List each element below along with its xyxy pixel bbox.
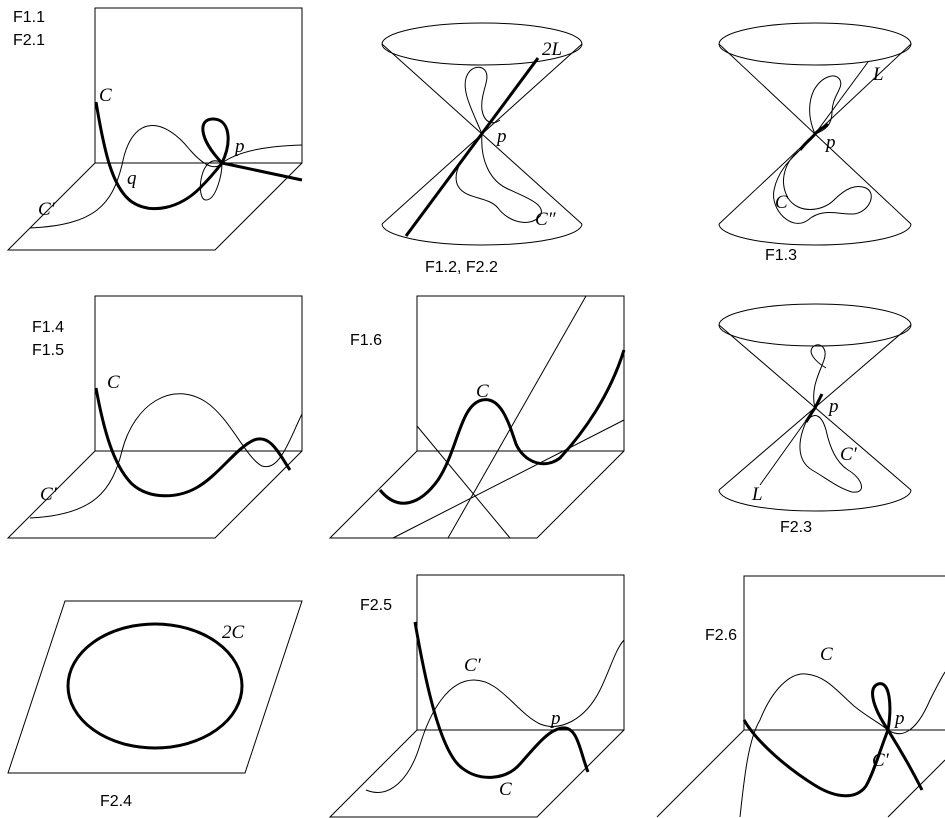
line-label-l: L [872, 64, 884, 85]
panel-caption: F1.1 [13, 9, 45, 26]
line [392, 419, 625, 539]
panel-f2-5: F2.5 C′ C p [328, 574, 625, 818]
curve-upper-branch [810, 344, 827, 409]
curve-c-loop [201, 117, 230, 165]
panel-f2-3: F2.3 p C′ L [718, 303, 912, 536]
line-label-l: L [751, 484, 763, 505]
curve-c-prime-loop [199, 160, 223, 201]
panel-f1-4: F1.4 F1.5 C C′ [6, 295, 303, 539]
panel-caption: F1.3 [765, 247, 797, 264]
curve-label-c: C [820, 644, 833, 665]
panel-caption: F1.6 [350, 332, 382, 349]
conic-2c [66, 622, 244, 750]
curve-c [94, 387, 292, 498]
vertical-plane [416, 574, 625, 731]
point-label-q: q [127, 168, 137, 189]
cone-bottom-arc [718, 489, 912, 512]
plane-edge [656, 729, 745, 818]
panel-caption: F2.4 [100, 793, 132, 810]
curve-label-c: C [775, 192, 788, 213]
vertical-plane [416, 295, 625, 452]
point-label-p: p [233, 136, 245, 157]
plane-edge [887, 759, 945, 818]
curve-c-branch [221, 161, 303, 182]
panel-caption: F1.2, F2.2 [425, 259, 498, 276]
curve-c-prime [799, 415, 862, 493]
panel-f1-3: F1.3 L p C [718, 22, 912, 264]
line-l [814, 61, 869, 135]
horizontal-plane [6, 450, 303, 539]
vertical-plane [94, 295, 303, 452]
panel-caption: F2.3 [780, 519, 812, 536]
line [447, 295, 587, 539]
curve-upper-branch [464, 66, 501, 135]
curve-c-prime-branch [886, 729, 924, 791]
panel-f2-6: F2.6 C p C′ [656, 575, 945, 818]
panel-caption: F2.5 [360, 597, 392, 614]
panel-caption: F1.4 [32, 319, 64, 336]
curve-c-prime [365, 639, 625, 793]
line-label-2l: 2L [542, 39, 562, 60]
horizontal-plane [328, 729, 625, 818]
curve-label-c-prime: C′ [872, 750, 890, 771]
curve-label-c-prime: C′ [40, 484, 58, 505]
curve-label-2c: 2C [222, 622, 245, 643]
panel-f2-4: F2.4 2C [7, 600, 303, 810]
curve-label-c: C [107, 372, 120, 393]
curve-upper-loop [809, 75, 842, 135]
curve-c-prime-loop [871, 682, 892, 731]
curve-c [94, 101, 224, 211]
curve-label-c: C [476, 381, 489, 402]
vertical-plane [94, 7, 303, 164]
curve-label-c-prime: C′ [38, 199, 56, 220]
curve-label-c: C [499, 779, 512, 800]
curve-c [773, 149, 872, 224]
plane [7, 600, 303, 774]
point-label-p: p [827, 396, 839, 417]
curve-label-c-prime: C′ [840, 444, 858, 465]
curve-c [378, 349, 626, 505]
curve-label-c: C [99, 85, 112, 106]
curve-label-c-double-prime: C″ [535, 209, 557, 230]
line [416, 425, 511, 539]
curve-c-prime [29, 393, 303, 519]
cone-top-ellipse [718, 303, 912, 347]
curve-c-double-prime [455, 133, 542, 223]
point-label-p: p [893, 708, 905, 729]
horizontal-plane [6, 162, 303, 251]
panel-caption: F1.5 [32, 342, 64, 359]
curve-c-prime [29, 125, 303, 229]
horizontal-plane [328, 450, 625, 539]
curve-c [739, 671, 945, 818]
point-label-p: p [824, 132, 836, 153]
curve-c [413, 621, 590, 779]
vertical-plane [743, 575, 945, 731]
curve-label-c-prime: C′ [464, 655, 482, 676]
curve-thick-segment [798, 122, 830, 151]
panel-f1-6: F1.6 C [328, 295, 626, 539]
panel-caption: F2.1 [13, 32, 45, 49]
cone-bottom-arc [718, 223, 912, 246]
curve-thick-segment [804, 393, 824, 423]
panel-caption: F2.6 [705, 627, 737, 644]
panel-f1-1: F1.1 F2.1 C C′ q p [6, 7, 303, 251]
curve-c-prime [742, 719, 890, 798]
panel-f1-2: F1.2, F2.2 2L p C″ [381, 22, 583, 276]
point-label-p: p [495, 126, 507, 147]
cone-top-ellipse [718, 22, 912, 66]
cone-bottom-arc [381, 223, 583, 246]
point-label-p: p [549, 708, 561, 729]
